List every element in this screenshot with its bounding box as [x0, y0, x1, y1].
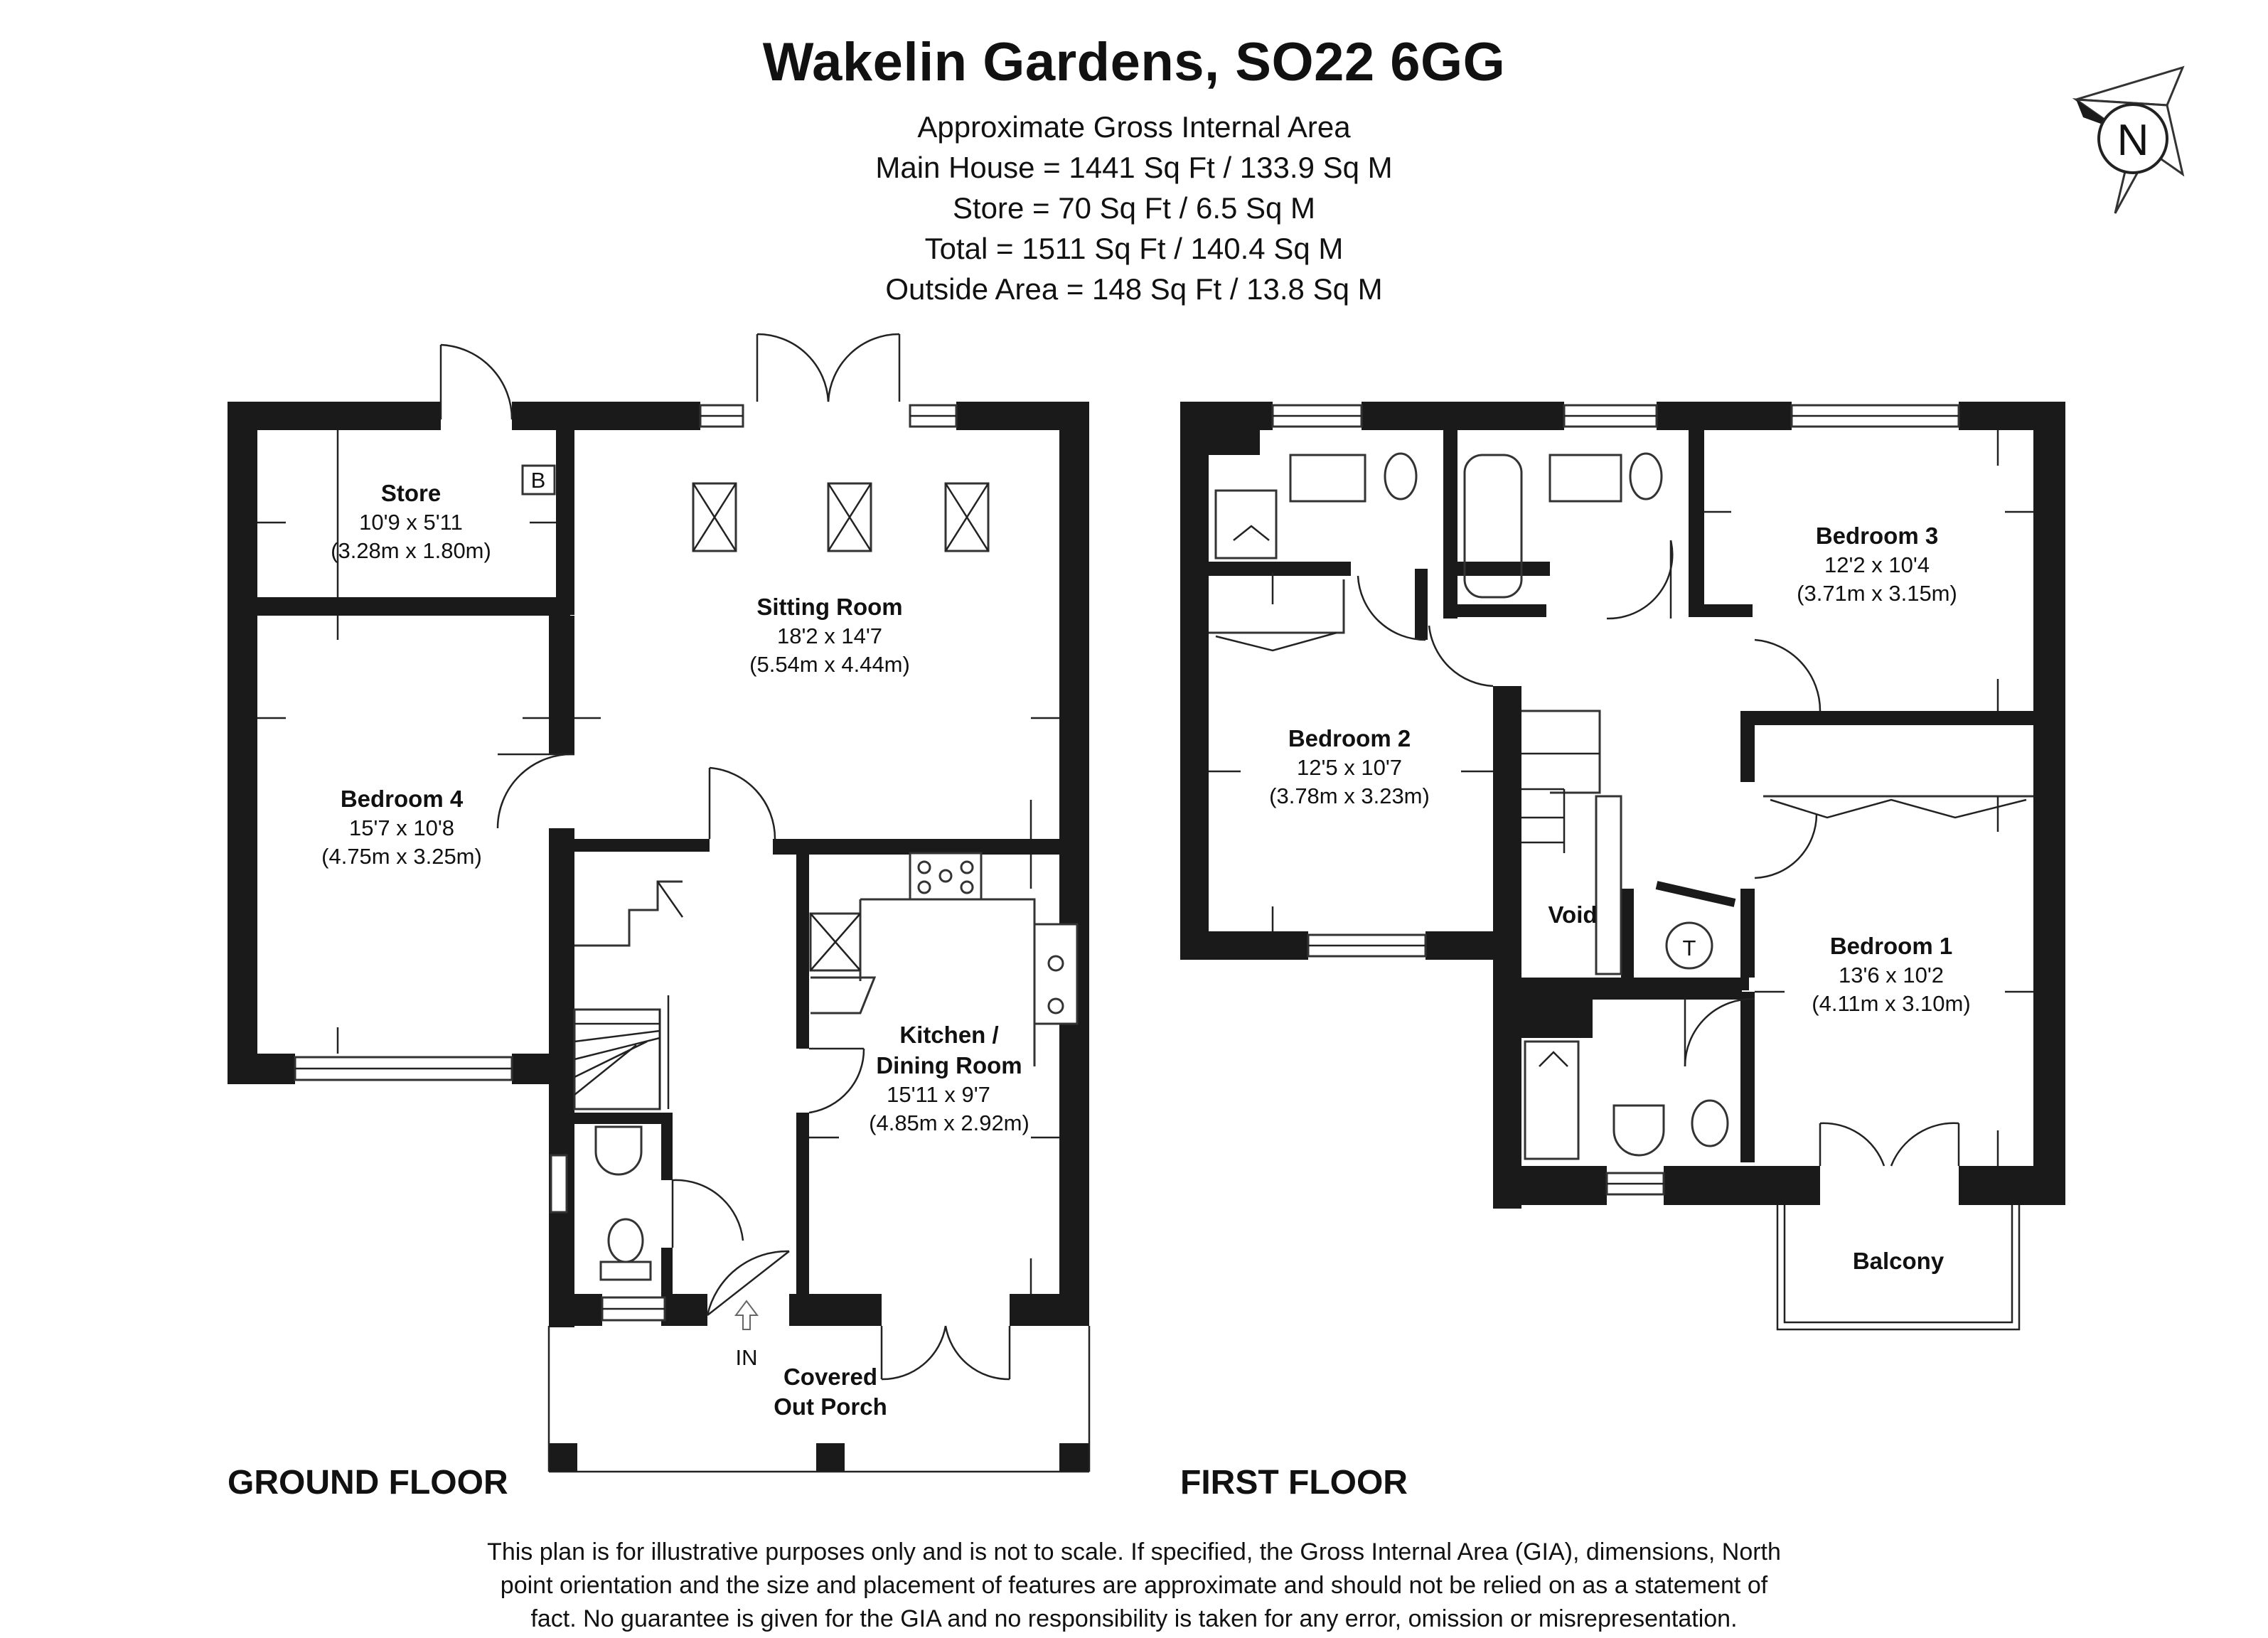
porch-line1: Covered: [783, 1364, 877, 1390]
toilet-icon: [1384, 452, 1418, 500]
first-floor-doors: [1357, 540, 1960, 1167]
first-floor-walls: [1180, 402, 2065, 1209]
first-floor-staircase: [1521, 710, 1622, 975]
first-floor-dimension-arrows: [1209, 430, 2033, 1166]
bedroom2-metric: (3.78m x 3.23m): [1269, 783, 1430, 808]
bedroom4-name: Bedroom 4: [341, 786, 464, 812]
boiler-label: B: [531, 468, 546, 493]
ground-floor-doors: [439, 333, 1011, 1381]
plan-title: Wakelin Gardens, SO22 6GG: [762, 32, 1506, 92]
ground-floor-walls: [228, 402, 1089, 1472]
ground-wc-fittings: [594, 1125, 652, 1281]
toilet-icon: [1691, 1099, 1729, 1147]
store-metric: (3.28m x 1.80m): [331, 538, 491, 563]
bedroom2-imperial: 12'5 x 10'7: [1297, 755, 1402, 780]
bedroom4-metric: (4.75m x 3.25m): [321, 844, 482, 869]
skylights: [692, 482, 990, 552]
boiler-icon: [521, 464, 556, 496]
basin-icon: [594, 1125, 643, 1176]
kitchen-name-line1: Kitchen /: [899, 1022, 998, 1048]
wardrobes: [1209, 579, 2033, 819]
shower-icon: [1214, 489, 1278, 560]
kitchen-metric: (4.85m x 2.92m): [869, 1110, 1029, 1135]
balcony-label: Balcony: [1853, 1248, 1945, 1274]
shower-icon: [1524, 1040, 1580, 1160]
first-floor-windows: [1271, 404, 1960, 1196]
bedroom3-imperial: 12'2 x 10'4: [1824, 552, 1930, 577]
toilet-icon: [607, 1218, 644, 1263]
basin-icon: [1289, 454, 1366, 503]
ground-floor-windows: [294, 404, 958, 1322]
tank-label: T: [1683, 936, 1696, 960]
ground-floor-label: GROUND FLOOR: [228, 1464, 508, 1502]
bedroom1-name: Bedroom 1: [1830, 933, 1952, 959]
porch-outline: [547, 1326, 1091, 1473]
area-store: Store = 70 Sq Ft / 6.5 Sq M: [952, 191, 1316, 225]
tank-icon: [1665, 921, 1713, 970]
bedroom1-imperial: 13'6 x 10'2: [1839, 963, 1944, 987]
disclaimer-line2: point orientation and the size and place…: [500, 1572, 1768, 1599]
store-imperial: 10'9 x 5'11: [359, 510, 463, 535]
basin-icon: [1548, 454, 1622, 503]
first-floor-bath-fittings: [1214, 452, 1729, 1160]
kitchen-fittings: [809, 852, 1079, 1066]
basin-icon: [1612, 1104, 1665, 1157]
kitchen-imperial: 15'11 x 9'7: [887, 1082, 990, 1107]
void-label: Void: [1548, 901, 1597, 928]
ground-staircase: [573, 880, 684, 1110]
first-floor-label: FIRST FLOOR: [1180, 1464, 1408, 1502]
disclaimer: This plan is for illustrative purposes o…: [0, 1536, 2268, 1636]
entrance-label: IN: [736, 1345, 758, 1370]
ground-dimension-arrows: [257, 430, 1059, 1294]
bedroom2-name: Bedroom 2: [1288, 725, 1411, 751]
porch-line2: Out Porch: [774, 1393, 887, 1420]
ground-floor-room-labels: Store 10'9 x 5'11 (3.28m x 1.80m) Sittin…: [321, 480, 1029, 1420]
kitchen-name-line2: Dining Room: [876, 1052, 1022, 1078]
area-main-house: Main House = 1441 Sq Ft / 133.9 Sq M: [875, 151, 1393, 184]
disclaimer-line1: This plan is for illustrative purposes o…: [487, 1538, 1781, 1565]
area-total: Total = 1511 Sq Ft / 140.4 Sq M: [924, 232, 1344, 265]
bath-icon: [1463, 454, 1523, 599]
entrance-arrow-icon: [734, 1300, 759, 1330]
bedroom4-imperial: 15'7 x 10'8: [349, 815, 454, 840]
sitting-room-imperial: 18'2 x 14'7: [777, 623, 882, 648]
area-outside: Outside Area = 148 Sq Ft / 13.8 Sq M: [885, 272, 1383, 306]
store-name: Store: [381, 480, 441, 506]
compass-north-label: N: [2117, 116, 2149, 165]
bedroom1-metric: (4.11m x 3.10m): [1812, 991, 1970, 1016]
sitting-room-metric: (5.54m x 4.44m): [749, 652, 910, 677]
sitting-room-name: Sitting Room: [756, 594, 902, 620]
bedroom3-name: Bedroom 3: [1816, 523, 1938, 549]
bedroom3-metric: (3.71m x 3.15m): [1797, 581, 1957, 606]
area-heading: Approximate Gross Internal Area: [917, 110, 1351, 144]
balcony-outline: [1776, 1205, 2021, 1331]
disclaimer-line3: fact. No guarantee is given for the GIA …: [530, 1605, 1738, 1632]
first-floor-room-labels: Bedroom 2 12'5 x 10'7 (3.78m x 3.23m) Be…: [1269, 523, 1971, 1274]
sink-icon: [1033, 923, 1079, 1025]
area-summary: Approximate Gross Internal Area Main Hou…: [0, 107, 2268, 309]
compass-icon: N: [2072, 65, 2185, 214]
toilet-icon: [1629, 452, 1663, 500]
